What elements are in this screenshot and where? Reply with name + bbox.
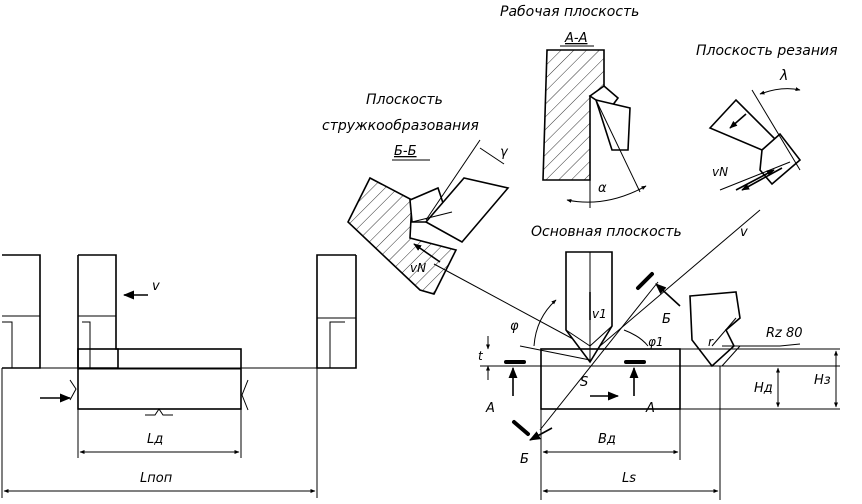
title-cutting-plane: Плоскость резания: [696, 43, 838, 59]
title-base-plane: Основная плоскость: [531, 224, 682, 240]
label-b-upper: Б: [662, 312, 671, 327]
title-chip-formation: стружкообразования: [322, 118, 479, 134]
label-gamma: γ: [500, 145, 509, 160]
label-alpha: α: [598, 181, 607, 196]
label-hd: Hд: [754, 381, 773, 396]
label-hz: Hз: [814, 373, 831, 388]
title-working-plane: Рабочая плоскость: [500, 4, 639, 20]
label-lpop: Lпоп: [140, 471, 173, 486]
label-ls: Ls: [622, 471, 636, 486]
label-a-left: А: [485, 401, 495, 416]
label-b-lower: Б: [520, 452, 529, 467]
label-lambda: λ: [779, 68, 788, 84]
left-tool: [2, 254, 41, 369]
label-vn-left: vN: [410, 261, 426, 275]
label-t: t: [478, 349, 484, 363]
label-r: r: [708, 335, 714, 349]
label-vn-right: vN: [712, 165, 728, 179]
main-view: Основная плоскость v1 r S А А Б Б: [478, 209, 840, 500]
label-phi1: φ1: [648, 335, 664, 349]
label-rz: Rz 80: [766, 326, 803, 341]
section-bb: Плоскость стружкообразования Б-Б γ vN: [322, 92, 587, 347]
label-v1: v1: [592, 307, 607, 321]
label-section-bb: Б-Б: [394, 144, 417, 159]
label-v-left: v: [152, 279, 160, 294]
label-s: S: [580, 375, 588, 390]
label-phi: φ: [510, 319, 519, 334]
label-v: v: [740, 225, 748, 240]
label-bd: Bд: [598, 432, 616, 447]
planing-scheme: v Lд Lпоп: [1, 254, 357, 498]
middle-tool: [77, 254, 119, 369]
label-a-right: А: [645, 401, 655, 416]
label-section-aa: А-А: [564, 31, 587, 46]
right-tool: [316, 254, 357, 369]
label-ld: Lд: [147, 432, 163, 447]
workpiece-left: [77, 348, 242, 410]
title-plane: Плоскость: [366, 92, 443, 108]
section-aa: Рабочая плоскость А-А α: [500, 4, 647, 208]
cutting-plane-view: Плоскость резания λ vN: [696, 43, 838, 191]
